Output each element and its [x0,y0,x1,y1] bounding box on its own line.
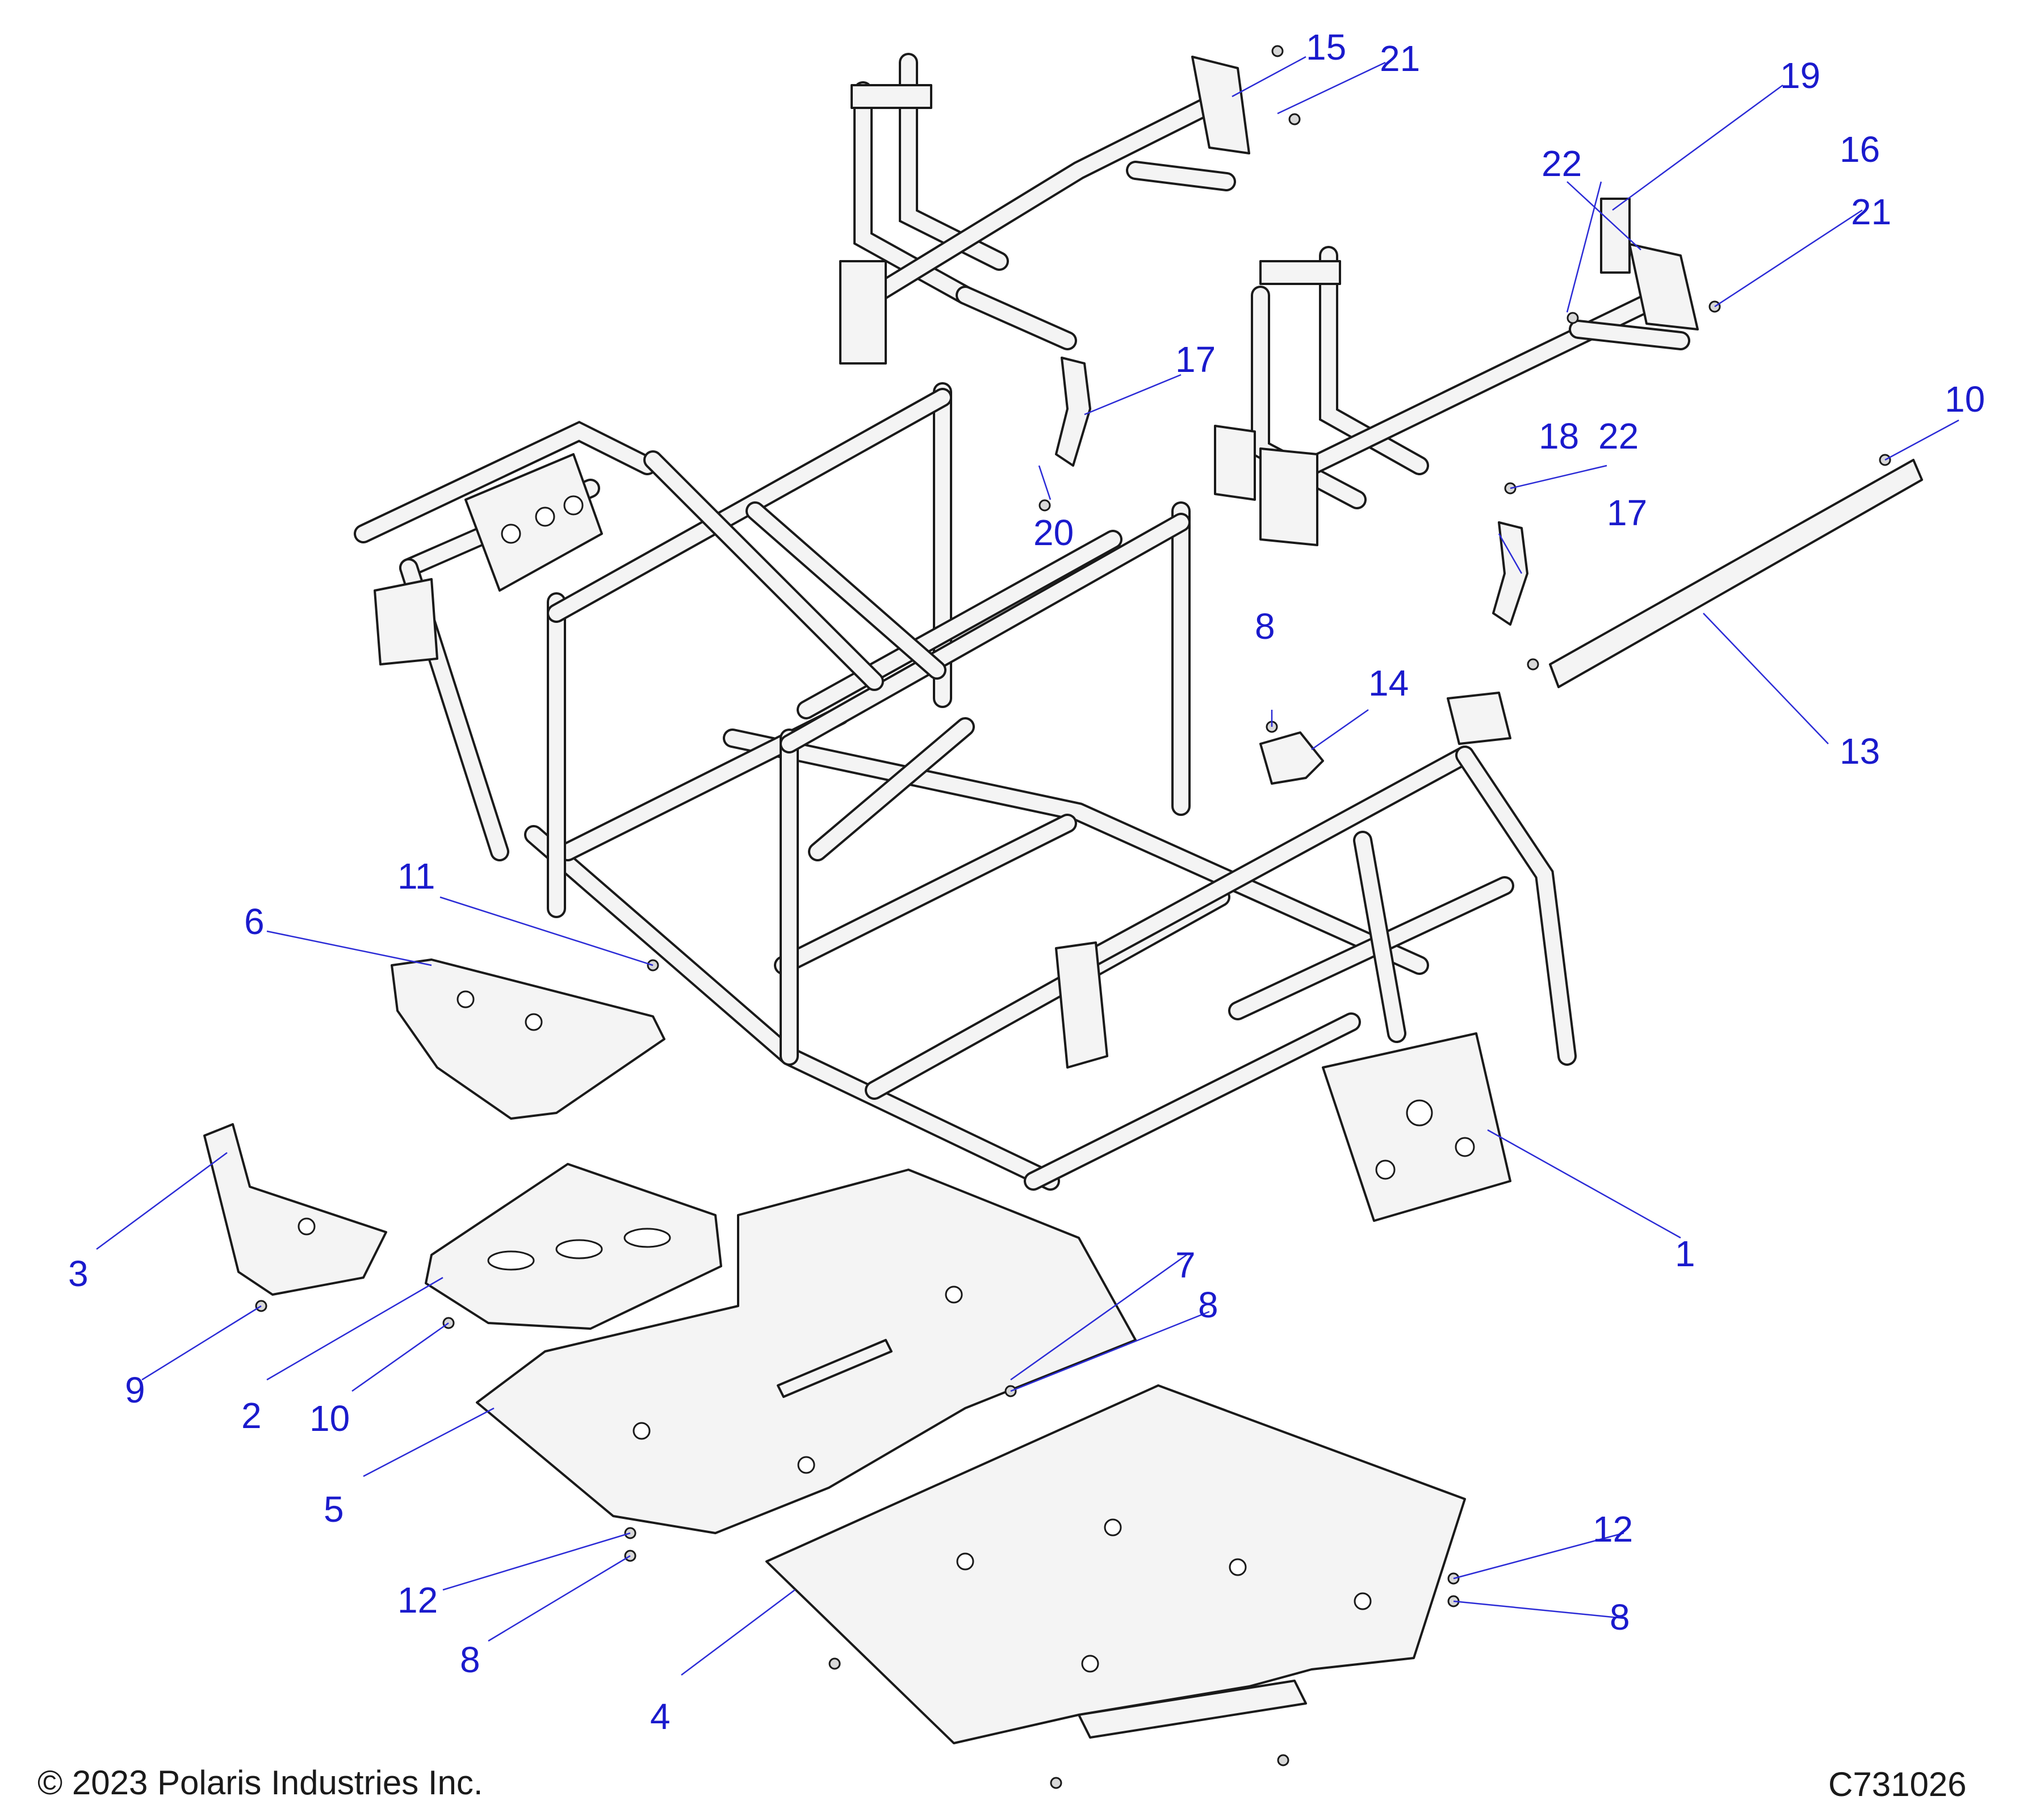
leader-lines [96,56,1959,1676]
part-5-panel [476,1169,1137,1534]
callout-20: 20 [1033,512,1074,553]
callout-2: 2 [241,1395,262,1436]
callout-18: 18 [1539,416,1579,457]
callout-11: 11 [397,856,435,897]
callout-7: 7 [1175,1245,1196,1286]
part-17-brace-lower [1492,521,1528,626]
callout-15: 15 [1306,27,1346,68]
callout-19: 19 [1780,55,1820,96]
callout-14: 14 [1368,663,1409,704]
callout-21-a: 21 [1380,38,1420,79]
copyright-notice: © 2023 Polaris Industries Inc. [37,1764,483,1802]
callout-8-d: 8 [1610,1597,1630,1638]
callout-8-c: 8 [460,1639,480,1680]
callout-6: 6 [244,901,265,942]
part-17-brace-upper [1055,357,1091,467]
callout-21-b: 21 [1851,191,1891,232]
callout-17-a: 17 [1175,339,1216,380]
part-19-bracket [1600,198,1631,274]
callout-13: 13 [1840,731,1880,772]
callout-8-b: 8 [1198,1284,1218,1325]
figure-id: C731026 [1828,1765,1967,1803]
lower-seat-frame [1214,243,1699,546]
callout-16: 16 [1840,129,1880,170]
part-13-rail [1549,459,1923,688]
callout-1: 1 [1675,1233,1695,1274]
callout-10-b: 10 [1945,379,1985,420]
callout-12-b: 12 [1593,1509,1633,1550]
callout-22-a: 22 [1542,143,1582,184]
upper-seat-frame [839,53,1250,365]
main-frame [354,382,1577,1222]
part-6-plate [391,958,665,1120]
callout-4: 4 [650,1696,671,1737]
part-3-plate [203,1123,387,1296]
part-14-bracket [1259,731,1324,785]
part-4-panel [765,1384,1466,1744]
callout-5: 5 [324,1489,344,1530]
callout-17-b: 17 [1607,492,1647,533]
callout-9: 9 [125,1370,145,1410]
callout-labels: 1 2 3 4 5 6 7 8 8 8 8 9 10 10 11 12 12 1… [68,27,1985,1737]
callout-10-a: 10 [309,1398,350,1439]
callout-8-a: 8 [1255,606,1275,647]
callout-22-b: 22 [1598,416,1639,457]
callout-12-a: 12 [397,1580,438,1621]
callout-3: 3 [68,1253,89,1294]
